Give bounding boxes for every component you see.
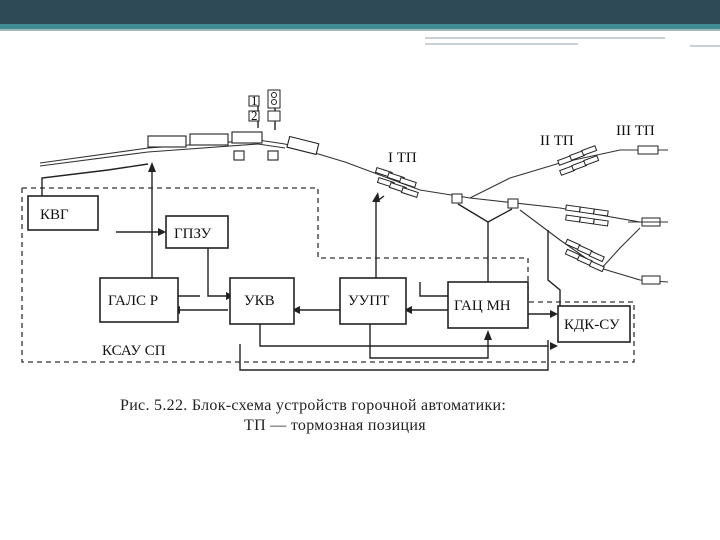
header-thin-line — [0, 29, 720, 31]
header-dark-band — [0, 0, 720, 24]
uupt-label: УУПТ — [348, 293, 389, 309]
railcar — [286, 135, 320, 156]
railcar — [231, 131, 263, 144]
block-gals: ГАЛС Р — [99, 277, 179, 323]
signal-label: 2 — [251, 108, 258, 123]
ksau-label: КСАУ СП — [102, 343, 166, 359]
kdk-label: КДК-СУ — [564, 317, 620, 333]
railcar — [147, 135, 187, 148]
block-gats: ГАЦ МН — [447, 281, 529, 329]
signal-box — [248, 95, 260, 107]
signal-box — [267, 110, 281, 122]
retarders-tp2 — [557, 145, 609, 273]
ksau-boundary — [21, 187, 635, 363]
tp1-label: I ТП — [388, 150, 417, 166]
figure-caption-line1: Рис. 5.22. Блок-схема устройств горочной… — [120, 397, 506, 414]
block-gpzu: ГПЗУ — [165, 215, 229, 249]
signal-lamp — [271, 99, 277, 105]
retarders-tp1 — [374, 166, 419, 198]
gats-label: ГАЦ МН — [454, 298, 511, 314]
kvg-label: КВГ — [40, 207, 69, 223]
sensor-box — [267, 150, 279, 161]
tp2-label: II ТП — [540, 133, 574, 149]
switch-box — [451, 193, 463, 204]
kvg-to-track — [41, 163, 149, 196]
railcar — [189, 133, 229, 146]
header-teal-stripe — [0, 24, 720, 29]
block-ukv: УКВ — [229, 277, 295, 325]
switches — [451, 193, 519, 223]
gals-label: ГАЛС Р — [108, 293, 158, 309]
gpzu-to-ukv — [207, 248, 228, 297]
block-uupt: УУПТ — [339, 277, 407, 325]
retarder — [637, 145, 659, 155]
gpzu-label: ГПЗУ — [174, 226, 212, 242]
block-kdk: КДК-СУ — [557, 305, 631, 343]
signal-label: 1 — [251, 93, 258, 108]
connections — [41, 162, 561, 371]
railcars — [147, 131, 320, 161]
hump-signals: 1 2 — [248, 89, 281, 130]
signal-lamp — [271, 92, 277, 98]
retarders-tp3 — [628, 145, 668, 285]
tp3-label: III ТП — [616, 123, 655, 139]
ukv-label: УКВ — [244, 293, 275, 309]
retarder — [641, 275, 661, 285]
switch-box — [507, 198, 519, 209]
signal-box — [248, 110, 260, 122]
sensor-box — [233, 150, 245, 161]
slide-header-bar — [0, 0, 720, 31]
figure-caption-line2: ТП — тормозная позиция — [244, 417, 426, 434]
block-kvg: КВГ — [27, 195, 99, 231]
